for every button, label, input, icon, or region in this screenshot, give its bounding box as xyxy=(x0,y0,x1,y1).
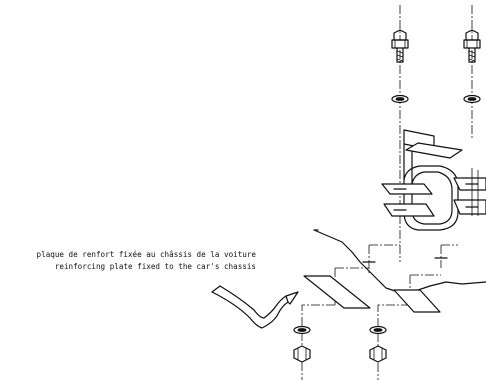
washer-top-right xyxy=(463,94,481,104)
nut-bottom-left xyxy=(293,345,311,363)
nut-bottom-right xyxy=(369,345,387,363)
caption-french: plaque de renfort fixée au châssis de la… xyxy=(36,250,256,259)
caption-english: reinforcing plate fixed to the car's cha… xyxy=(54,262,256,271)
washer-top-left xyxy=(391,94,409,104)
curved-arrow-pointer xyxy=(211,285,299,329)
reinforcing-plate-right xyxy=(393,289,441,313)
bolt-top-left xyxy=(391,29,409,63)
reinforcing-plate-left xyxy=(303,275,371,309)
washer-bottom-right xyxy=(369,325,387,335)
washer-bottom-left xyxy=(293,325,311,335)
car-chassis xyxy=(313,229,486,293)
bolt-top-right xyxy=(463,29,481,63)
clamp-bracket xyxy=(381,129,486,231)
